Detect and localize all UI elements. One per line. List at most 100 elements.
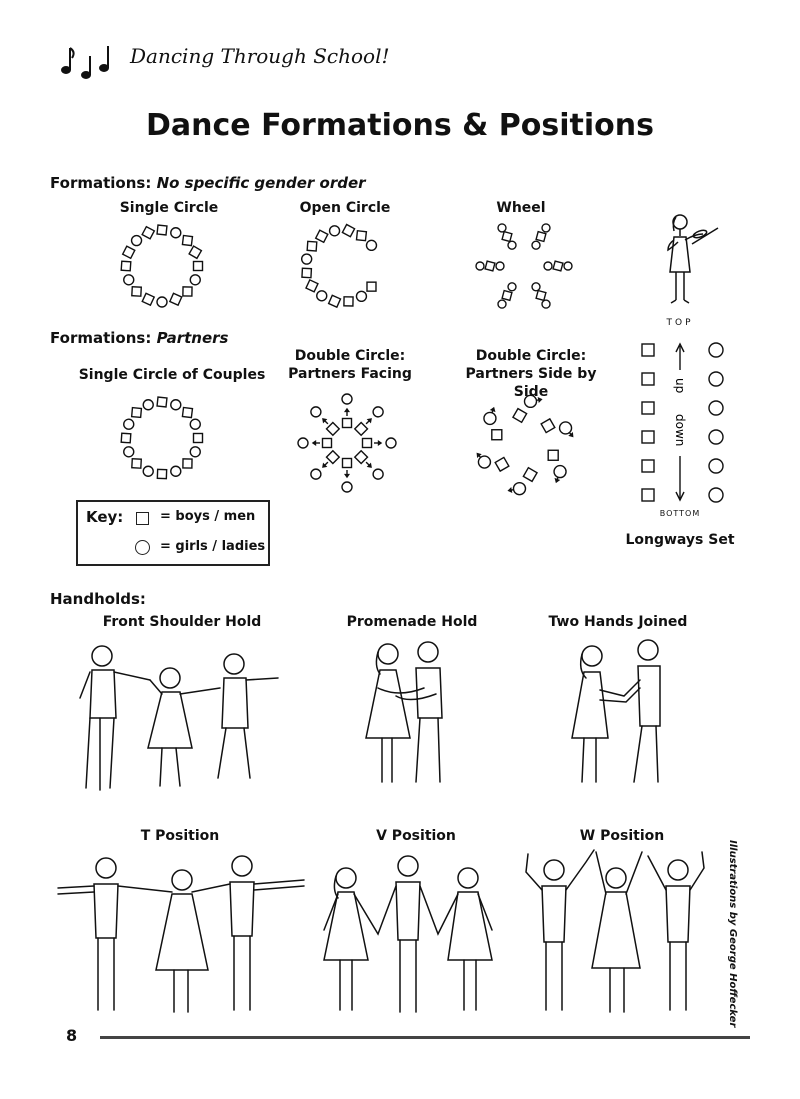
circle-marker — [130, 234, 143, 247]
circle-marker — [563, 261, 573, 271]
circle-marker — [365, 239, 378, 252]
square-marker — [355, 229, 368, 242]
square-marker — [361, 437, 373, 449]
arrow-head — [489, 406, 496, 413]
arrow-head — [366, 418, 372, 424]
circle-marker — [123, 446, 135, 458]
key-title: Key: — [86, 508, 124, 526]
square-marker — [325, 449, 341, 465]
square-marker — [522, 466, 538, 483]
square-marker — [484, 260, 496, 272]
circle-marker — [523, 394, 538, 409]
double-circle-side-diagram — [476, 394, 574, 496]
longways-bottom-label: BOTTOM — [659, 509, 701, 518]
v-position-illustration — [323, 855, 493, 1013]
circle-marker — [170, 465, 182, 477]
music-notes-icon — [61, 46, 109, 79]
arrow-head — [554, 477, 561, 484]
square-marker — [491, 429, 503, 441]
square-marker — [535, 230, 547, 243]
arrow-head — [537, 397, 543, 403]
square-marker — [141, 292, 156, 307]
circle-marker — [497, 299, 507, 309]
square-marker — [168, 292, 183, 307]
square-marker — [547, 449, 559, 461]
circle-marker — [300, 253, 313, 265]
open-circle-diagram — [300, 223, 378, 309]
circle-marker — [310, 406, 322, 418]
circle-marker — [708, 458, 724, 474]
square-marker — [192, 432, 204, 444]
arrow-up-head — [675, 342, 685, 353]
square-marker — [366, 281, 377, 292]
circle-marker — [156, 296, 168, 308]
square-marker — [501, 289, 513, 302]
arrow-head — [343, 407, 351, 413]
arrow-head — [377, 439, 383, 447]
label-open-circle: Open Circle — [299, 200, 391, 216]
section-heading-partners: Formations: Partners — [50, 329, 228, 347]
single-circle-couples-diagram — [120, 396, 204, 480]
square-marker — [305, 278, 319, 293]
circle-marker — [708, 429, 724, 445]
circle-icon — [135, 540, 150, 555]
circle-marker — [708, 487, 724, 503]
circle-marker — [708, 371, 724, 387]
arrow-head — [476, 452, 482, 459]
square-marker — [181, 234, 194, 247]
square-marker — [321, 437, 333, 449]
label-double-circle-facing: Double Circle: Partners Facing — [270, 347, 430, 383]
circle-marker — [543, 261, 553, 271]
square-marker — [327, 294, 342, 309]
section-subheading: Partners — [156, 329, 229, 347]
circle-marker — [541, 299, 551, 309]
label-line: Double Circle: — [475, 348, 587, 364]
circle-marker — [512, 481, 527, 496]
square-marker — [156, 224, 168, 236]
square-marker — [494, 456, 510, 473]
label-t-position: T Position — [140, 828, 220, 844]
arrow-head — [568, 431, 574, 438]
square-marker — [353, 449, 369, 465]
square-marker — [512, 407, 528, 424]
wheel-diagram — [475, 223, 573, 309]
arrow-head — [366, 462, 372, 468]
circle-marker — [297, 437, 309, 449]
label-line: Single Circle of Couples — [78, 367, 266, 383]
square-marker — [131, 285, 143, 297]
key-circle-meaning: = girls / ladies — [160, 539, 266, 554]
circle-marker — [355, 290, 368, 302]
label-promenade-hold: Promenade Hold — [346, 614, 478, 630]
longways-up-label: up — [673, 378, 687, 393]
square-marker — [343, 296, 354, 307]
longways-top-label: TOP — [666, 318, 694, 328]
single-circle-diagram — [120, 224, 204, 308]
circle-marker — [558, 421, 573, 435]
label-w-position: W Position — [579, 828, 665, 844]
circle-marker — [531, 282, 541, 292]
circle-marker — [497, 223, 507, 233]
arrow-head — [311, 439, 317, 447]
circle-marker — [531, 240, 541, 250]
circle-marker — [170, 227, 182, 239]
key-square-meaning: = boys / men — [160, 509, 256, 524]
square-marker — [120, 432, 132, 444]
label-wheel: Wheel — [496, 200, 546, 216]
w-position-illustration — [525, 849, 705, 1013]
label-two-hands-joined: Two Hands Joined — [548, 614, 688, 630]
circle-marker — [142, 399, 154, 411]
circle-marker — [189, 446, 201, 458]
circle-marker — [708, 400, 724, 416]
square-marker — [641, 343, 655, 357]
square-marker — [353, 421, 369, 437]
circle-marker — [316, 290, 328, 302]
square-marker — [540, 417, 556, 434]
square-marker — [192, 260, 204, 272]
square-marker — [156, 396, 168, 408]
square-marker — [182, 458, 193, 469]
longways-down-label: down — [673, 414, 687, 446]
circle-marker — [123, 418, 135, 430]
arrow-down-head — [675, 491, 685, 502]
square-marker — [552, 260, 564, 272]
footer-rule — [100, 1036, 750, 1039]
